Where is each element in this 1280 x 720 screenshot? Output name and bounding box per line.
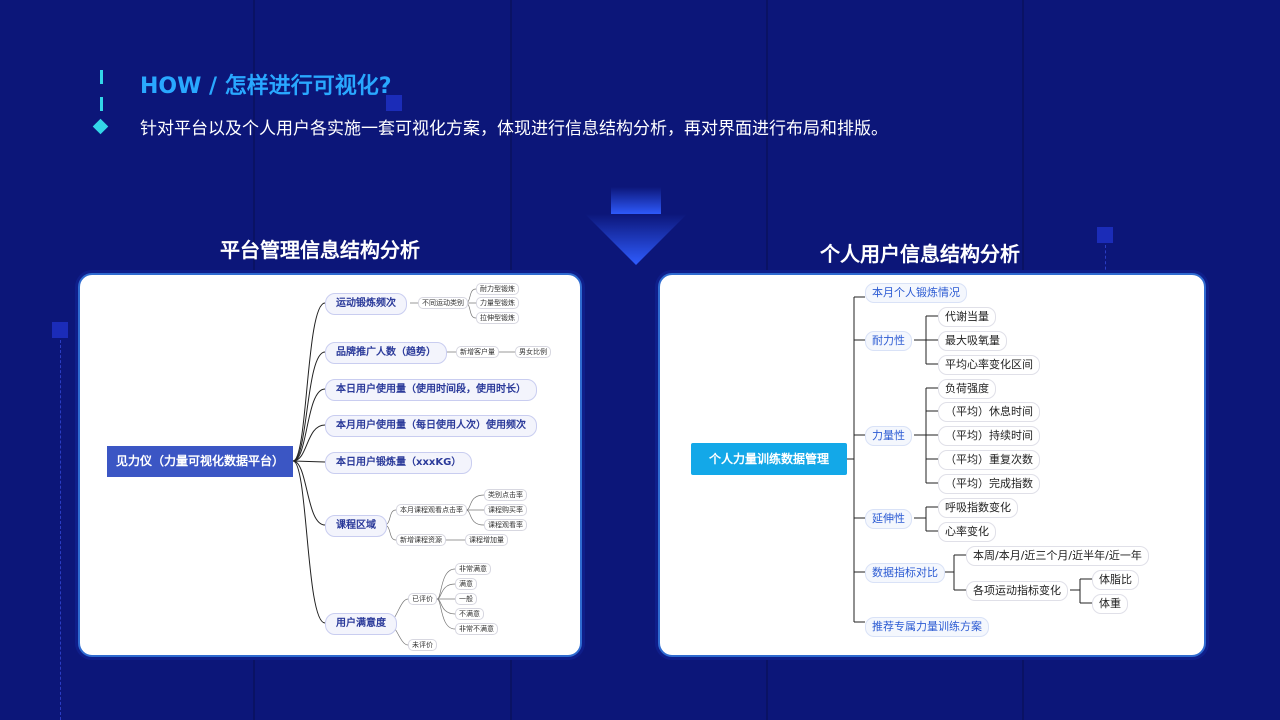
right-root-node: 个人力量训练数据管理 bbox=[691, 443, 847, 475]
leaf-body-fat: 体脂比 bbox=[1092, 570, 1139, 590]
branch-metric-comparison: 数据指标对比 bbox=[865, 563, 945, 583]
bg-square bbox=[1097, 227, 1113, 243]
leaf-rated: 已评价 bbox=[408, 593, 437, 605]
leaf-repetitions: （平均）重复次数 bbox=[938, 450, 1040, 470]
branch-daily-usage: 本日用户使用量（使用时间段，使用时长） bbox=[325, 379, 537, 401]
branch-recommended-plan: 推荐专属力量训练方案 bbox=[865, 617, 989, 637]
leaf-satisfied: 满意 bbox=[455, 578, 477, 590]
leaf-rest-time: （平均）休息时间 bbox=[938, 402, 1040, 422]
leaf-load-intensity: 负荷强度 bbox=[938, 379, 996, 399]
right-section-title: 个人用户信息结构分析 bbox=[820, 242, 1020, 266]
leaf-weight: 体重 bbox=[1092, 594, 1128, 614]
bg-dash-line bbox=[60, 340, 61, 720]
leaf-gender-ratio: 男女比例 bbox=[515, 346, 551, 358]
leaf-stretch: 拉伸型锻炼 bbox=[476, 312, 519, 324]
leaf-heart-rate-change: 心率变化 bbox=[938, 522, 996, 542]
branch-course-area: 课程区域 bbox=[325, 515, 387, 537]
branch-user-satisfaction: 用户满意度 bbox=[325, 613, 397, 635]
leaf-course-watch: 课程观看率 bbox=[484, 519, 527, 531]
leaf-endurance: 耐力型锻炼 bbox=[476, 283, 519, 295]
bg-square bbox=[386, 95, 402, 111]
leaf-max-oxygen: 最大吸氧量 bbox=[938, 331, 1007, 351]
leaf-duration: （平均）持续时间 bbox=[938, 426, 1040, 446]
leaf-exercise-type: 不同运动类别 bbox=[418, 297, 468, 309]
leaf-unsatisfied: 不满意 bbox=[455, 608, 484, 620]
branch-monthly-exercise: 本月个人锻炼情况 bbox=[865, 283, 967, 303]
personal-mindmap-panel: 个人力量训练数据管理 本月个人锻炼情况 耐力性 力量性 延伸性 数据指标对比 推… bbox=[658, 273, 1206, 657]
bg-dash-line bbox=[1105, 245, 1106, 275]
right-connectors bbox=[847, 296, 1092, 623]
leaf-very-unsatisfied: 非常不满意 bbox=[455, 623, 498, 635]
leaf-course-click: 本月课程观看点击率 bbox=[396, 504, 467, 516]
down-arrow-icon bbox=[585, 187, 687, 265]
platform-mindmap-panel: 见力仪（力量可视化数据平台） 运动锻炼频次 品牌推广人数（趋势） 本日用户使用量… bbox=[78, 273, 582, 657]
leaf-new-users: 新增客户量 bbox=[456, 346, 499, 358]
leaf-new-course: 新增课程资源 bbox=[396, 534, 446, 546]
branch-exercise-frequency: 运动锻炼频次 bbox=[325, 293, 407, 315]
accent-bar bbox=[100, 70, 103, 84]
leaf-metabolic-equivalent: 代谢当量 bbox=[938, 307, 996, 327]
leaf-very-satisfied: 非常满意 bbox=[455, 563, 491, 575]
diamond-icon bbox=[92, 118, 109, 135]
leaf-course-purchase: 课程购买率 bbox=[484, 504, 527, 516]
branch-brand-promotion: 品牌推广人数（趋势） bbox=[325, 342, 447, 364]
left-root-node: 见力仪（力量可视化数据平台） bbox=[107, 446, 293, 477]
bg-square bbox=[52, 322, 68, 338]
branch-daily-training-load: 本日用户锻炼量（xxxKG） bbox=[325, 452, 473, 474]
branch-monthly-usage: 本月用户使用量（每日使用人次）使用频次 bbox=[325, 415, 537, 437]
branch-flexibility: 延伸性 bbox=[865, 509, 912, 529]
page-subtitle: 针对平台以及个人用户各实施一套可视化方案，体现进行信息结构分析，再对界面进行布局… bbox=[140, 119, 888, 139]
leaf-unrated: 未评价 bbox=[408, 639, 437, 651]
branch-endurance: 耐力性 bbox=[865, 331, 912, 351]
leaf-breathing-index: 呼吸指数变化 bbox=[938, 498, 1018, 518]
leaf-strength: 力量型锻炼 bbox=[476, 297, 519, 309]
accent-bar bbox=[100, 97, 103, 111]
leaf-sport-metric-change: 各项运动指标变化 bbox=[966, 581, 1068, 601]
leaf-heart-rate-range: 平均心率变化区间 bbox=[938, 355, 1040, 375]
left-section-title: 平台管理信息结构分析 bbox=[220, 238, 420, 262]
leaf-time-ranges: 本周/本月/近三个月/近半年/近一年 bbox=[966, 546, 1149, 566]
leaf-course-added: 课程增加量 bbox=[465, 534, 508, 546]
branch-strength: 力量性 bbox=[865, 426, 912, 446]
leaf-category-click: 类别点击率 bbox=[484, 489, 527, 501]
page-title: HOW / 怎样进行可视化? bbox=[140, 74, 392, 99]
leaf-completion-index: （平均）完成指数 bbox=[938, 474, 1040, 494]
leaf-neutral: 一般 bbox=[455, 593, 477, 605]
